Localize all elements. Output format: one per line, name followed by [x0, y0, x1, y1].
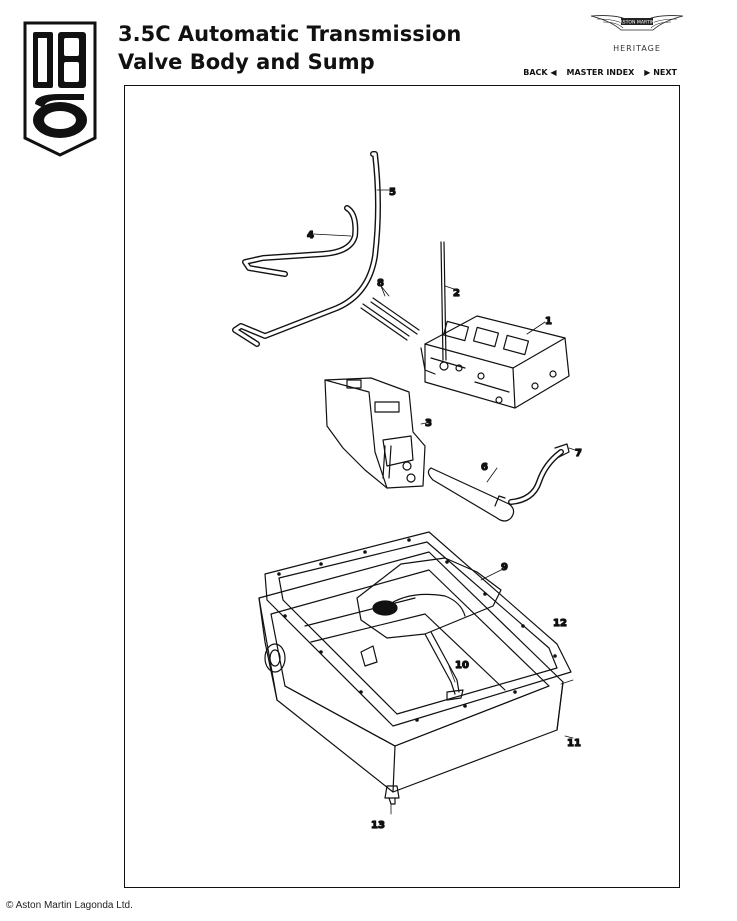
part-10-tube — [424, 631, 464, 701]
callout-8: 8 — [377, 278, 384, 289]
part-7-pipe — [508, 443, 570, 505]
callout-9: 9 — [501, 562, 508, 573]
callout-5: 5 — [389, 187, 396, 198]
next-link[interactable]: ▶ NEXT — [644, 68, 677, 77]
callout-3: 3 — [425, 418, 432, 429]
part-11-sump-pan — [258, 551, 564, 793]
callout-7: 7 — [575, 448, 582, 459]
callout-11: 11 — [567, 738, 581, 749]
brand-block: ASTON MARTIN HERITAGE — [589, 10, 685, 53]
title-line-1: 3.5C Automatic Transmission — [118, 22, 462, 46]
db6-badge — [22, 20, 98, 158]
logo-text: ASTON MARTIN — [620, 20, 655, 26]
callout-10: 10 — [455, 660, 469, 671]
part-6-pipe — [427, 467, 515, 522]
callout-6: 6 — [481, 462, 488, 473]
callout-labels: 5 4 2 8 1 3 6 7 9 10 12 11 13 — [306, 186, 582, 831]
part-3-block — [324, 377, 426, 489]
callout-13: 13 — [371, 820, 385, 831]
master-index-link[interactable]: MASTER INDEX — [566, 68, 635, 77]
page-navigation: BACK ◀ MASTER INDEX ▶ NEXT — [523, 68, 677, 77]
back-link[interactable]: BACK ◀ — [523, 68, 557, 77]
part-13-drain-plug — [384, 785, 400, 805]
title-line-2: Valve Body and Sump — [118, 50, 375, 74]
callout-1: 1 — [545, 316, 552, 327]
db6-logo-icon — [23, 21, 97, 157]
part-12-gasket — [264, 531, 572, 727]
part-5-tube — [232, 151, 381, 347]
part-8-rods — [360, 297, 420, 341]
parts-diagram-frame: 5 4 2 8 1 3 6 7 9 10 12 11 13 — [124, 85, 680, 888]
heritage-label: HERITAGE — [613, 44, 661, 53]
part-2-rod — [439, 241, 449, 371]
exploded-parts-diagram: 5 4 2 8 1 3 6 7 9 10 12 11 13 — [232, 151, 583, 832]
callout-4: 4 — [307, 230, 314, 241]
leader-lines — [312, 189, 582, 815]
copyright-footer: © Aston Martin Lagonda Ltd. — [6, 900, 133, 911]
page-title: 3.5C Automatic Transmission Valve Body a… — [118, 20, 461, 76]
callout-2: 2 — [453, 288, 460, 299]
part-1-valve-body — [420, 315, 570, 409]
callout-12: 12 — [553, 618, 567, 629]
part-4-tube — [242, 205, 359, 277]
aston-martin-wings-icon: ASTON MARTIN — [590, 15, 684, 31]
